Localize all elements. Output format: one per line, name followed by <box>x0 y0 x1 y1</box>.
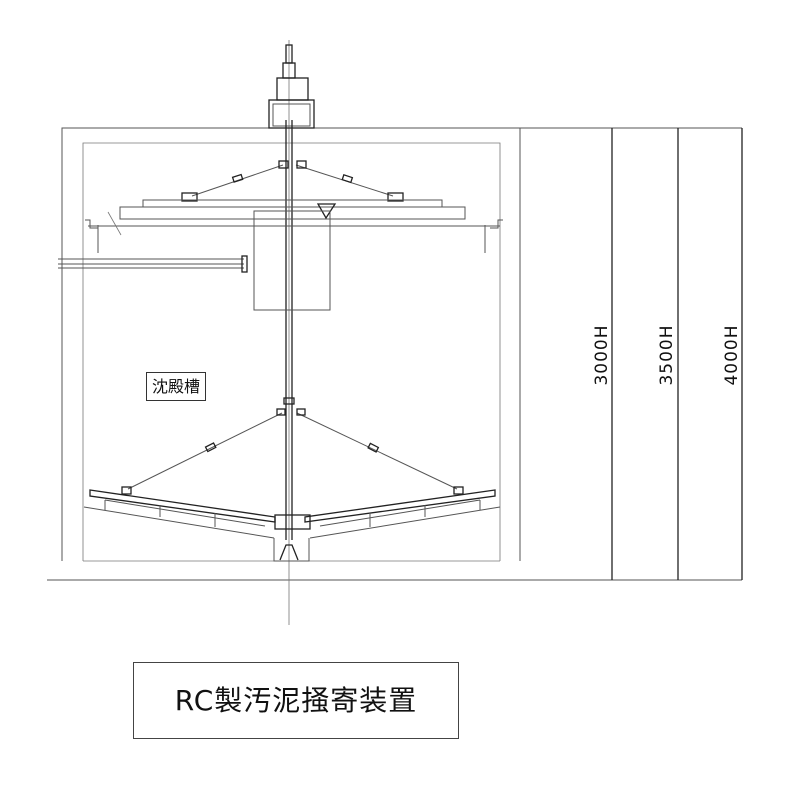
lower-rake-arms <box>83 408 501 562</box>
dimension-label-3000h: 3000H <box>592 324 612 386</box>
drawing-title: RC製汚泥掻寄装置 <box>133 662 459 739</box>
dimension-label-4000h: 4000H <box>722 324 742 386</box>
upper-arms <box>58 160 503 311</box>
tank-structure <box>47 127 742 581</box>
dimension-lines <box>520 127 743 580</box>
tank-label: 沈殿槽 <box>146 372 206 401</box>
drive-unit <box>268 40 315 625</box>
dimension-label-3500h: 3500H <box>657 324 677 386</box>
